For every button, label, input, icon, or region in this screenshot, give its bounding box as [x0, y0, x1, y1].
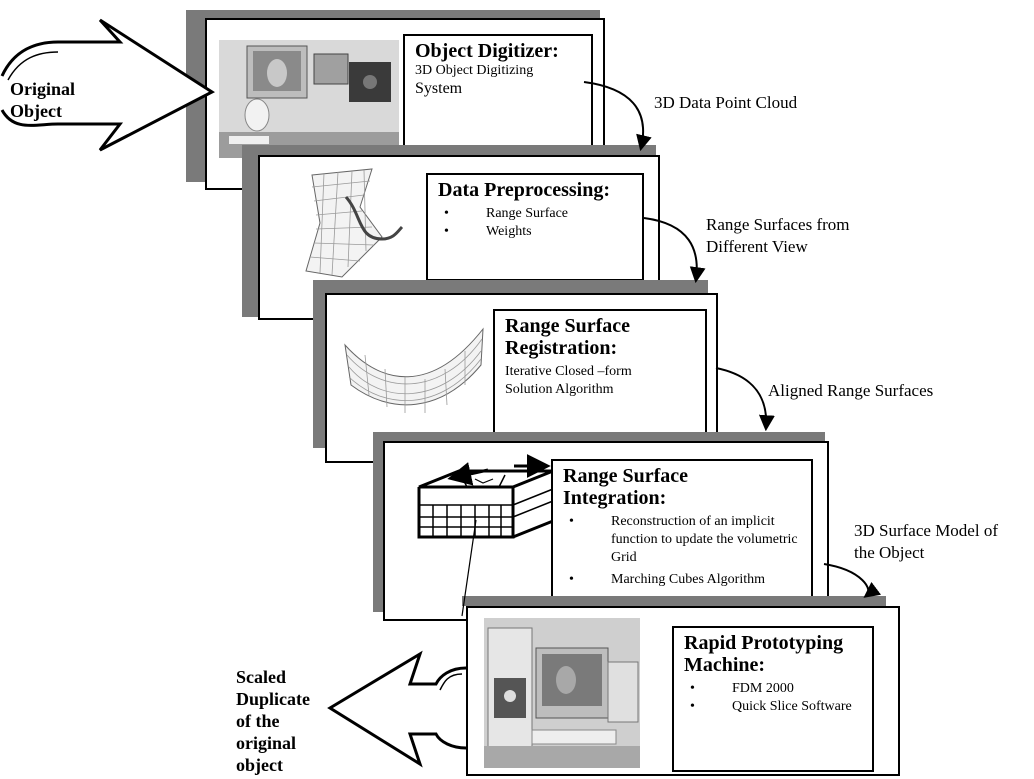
stage-5-shadow [462, 596, 886, 606]
stage-5-title-line-2: Machine: [684, 654, 766, 676]
range-surface-mesh [302, 167, 422, 279]
input-label-line-2: Object [10, 101, 62, 121]
stage-3-line-1: Iterative Closed –form [505, 364, 632, 379]
stage-2-title: Data Preprocessing: [438, 179, 611, 201]
stage-4-card: Range Surface Integration: Reconstructio… [383, 441, 829, 621]
output-label: Scaled Duplicate of the original object [236, 666, 310, 776]
stage-3-title-line-1: Range Surface [505, 315, 630, 337]
stage-2-bullet-2: Weights [438, 223, 632, 241]
transition-2-label-line-2: Different View [706, 237, 808, 256]
stage-1-line-1: 3D Object Digitizing [415, 63, 534, 78]
stage-5-card: Rapid Prototyping Machine: FDM 2000 Quic… [466, 606, 900, 776]
stage-4-description: Range Surface Integration: Reconstructio… [551, 459, 813, 611]
stage-1-card: Object Digitizer: 3D Object Digitizing S… [205, 18, 605, 190]
stage-1-description: Object Digitizer: 3D Object Digitizing S… [403, 34, 593, 148]
transition-1-arrow [583, 81, 652, 152]
grid-arrow-left [447, 462, 489, 486]
registered-surface-mesh [341, 325, 487, 415]
grid-leader-line [461, 519, 477, 617]
stage-5-description: Rapid Prototyping Machine: FDM 2000 Quic… [672, 626, 874, 772]
output-label-line-3: of the [236, 711, 280, 731]
rapid-prototyping-machine-photo [484, 618, 640, 768]
output-label-line-4: original [236, 733, 297, 753]
stage-2-description: Data Preprocessing: Range Surface Weight… [426, 173, 644, 281]
stage-3-description: Range Surface Registration: Iterative Cl… [493, 309, 707, 443]
stage-5-bullets: FDM 2000 Quick Slice Software [684, 680, 862, 716]
object-digitizer-photo [219, 40, 399, 158]
output-label-line-1: Scaled [236, 667, 287, 687]
output-label-line-2: Duplicate [236, 689, 310, 709]
transition-4-label-line-2: the Object [854, 543, 925, 562]
transition-2-label-line-1: Range Surfaces from [706, 215, 850, 234]
stage-3-line-2: Solution Algorithm [505, 382, 614, 397]
transition-3-label: Aligned Range Surfaces [768, 381, 934, 400]
stage-5-title-line-1: Rapid Prototyping [684, 632, 844, 654]
stage-4-title-line-2: Integration: [563, 487, 667, 509]
stage-4-bullet-2: Marching Cubes Algorithm [563, 571, 801, 589]
output-label-line-5: object [236, 755, 283, 775]
stage-1-title: Object Digitizer: [415, 40, 559, 62]
transition-4-label: 3D Surface Model of the Object [854, 520, 998, 564]
input-label: Original Object [10, 78, 75, 122]
stage-4-title-line-1: Range Surface [563, 465, 688, 487]
output-arrow-icon [327, 650, 467, 768]
stage-2-bullets: Range Surface Weights [438, 205, 632, 241]
transition-2-label: Range Surfaces from Different View [706, 214, 850, 258]
transition-3-arrow [715, 367, 775, 432]
transition-1-label: 3D Data Point Cloud [654, 93, 798, 112]
stage-4-bullets: Reconstruction of an implicit function t… [563, 513, 801, 589]
stage-2-bullet-1: Range Surface [438, 205, 632, 223]
transition-4-arrow [823, 563, 882, 598]
stage-3-title-line-2: Registration: [505, 337, 618, 359]
transition-2-arrow [643, 217, 706, 284]
stage-1-line-2: System [415, 80, 463, 97]
transition-4-label-line-1: 3D Surface Model of [854, 521, 998, 540]
input-arrow-icon [0, 18, 215, 152]
stage-5-bullet-2: Quick Slice Software [684, 698, 862, 716]
input-label-line-1: Original [10, 79, 76, 99]
stage-5-bullet-1: FDM 2000 [684, 680, 862, 698]
stage-4-bullet-1: Reconstruction of an implicit function t… [563, 513, 801, 567]
